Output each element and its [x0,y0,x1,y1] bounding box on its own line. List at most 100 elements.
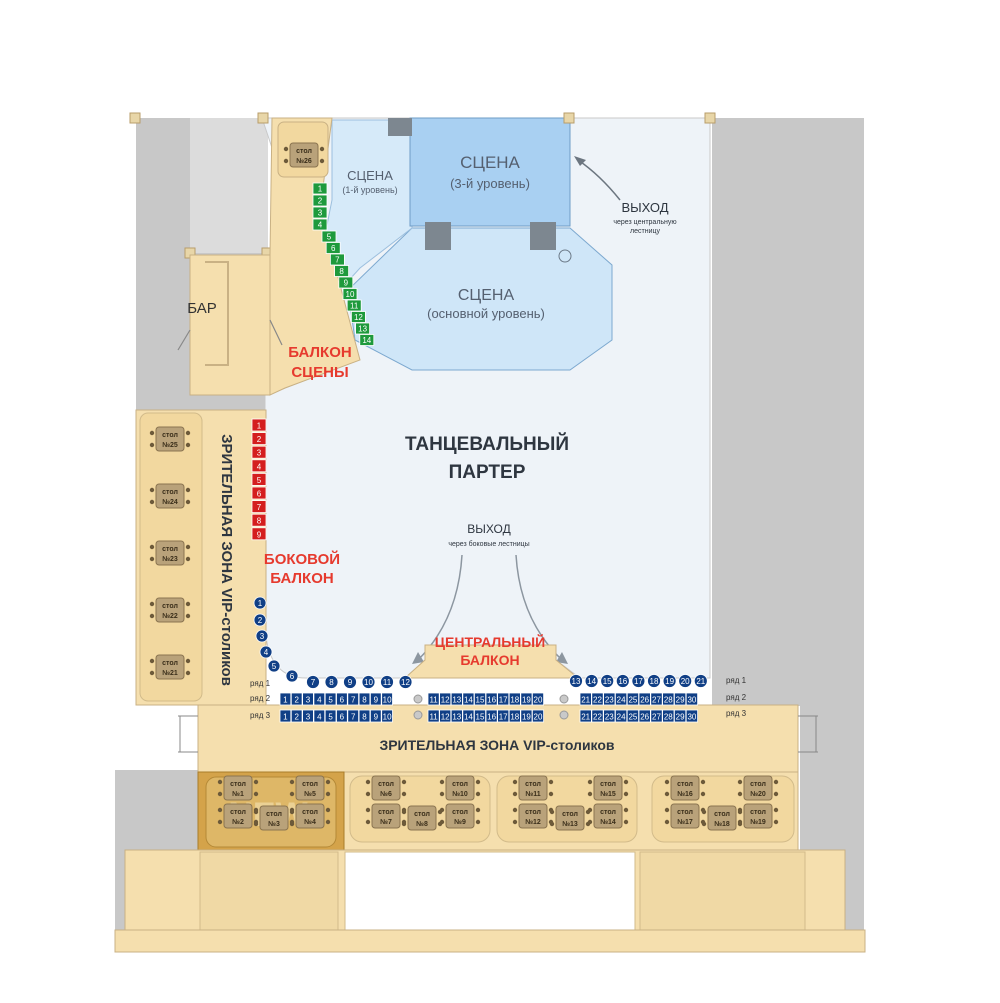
stage-balcony-seat[interactable]: 11 [346,299,362,312]
row1-seat[interactable]: 13 [569,674,583,688]
side-balcony-seat-box[interactable] [251,445,267,459]
row2-seat[interactable]: 19 [520,692,533,706]
stage-balcony-seat[interactable]: 14 [359,334,375,346]
side-balcony-round-seat[interactable]: 5 [267,659,281,673]
row3-seat-box[interactable] [313,709,326,723]
row2-seat[interactable]: 13 [450,692,463,706]
row3-seat[interactable]: 24 [615,709,628,723]
row2-seat[interactable]: 2 [290,692,303,706]
table-8-top[interactable] [407,805,437,831]
table-11-top[interactable] [518,775,548,801]
table-16-top[interactable] [670,775,700,801]
row3-seat-box[interactable] [347,709,359,723]
stage-balcony-seat[interactable]: 5 [321,230,337,243]
side-balcony-seat-box[interactable] [251,472,267,486]
row3-seat[interactable]: 17 [497,709,510,723]
row1-seat-box[interactable] [615,674,630,688]
table-10-top[interactable] [445,775,475,801]
row3-seat[interactable]: 25 [626,709,640,723]
table-24-top[interactable] [155,483,185,509]
row2-seat-box[interactable] [324,692,337,706]
row1-seat[interactable]: 18 [647,674,661,688]
side-balcony-round-seat[interactable]: 4 [259,645,273,659]
row3-seat[interactable]: 11 [427,709,440,723]
table-6-top[interactable] [371,775,401,801]
table-19-top[interactable] [743,803,773,829]
row2-seat[interactable]: 3 [302,692,314,706]
row1-seat[interactable]: 9 [343,675,357,689]
stage-balcony-seat[interactable]: 3 [312,206,328,219]
row3-seat[interactable]: 27 [650,709,663,723]
row2-seat[interactable]: 23 [603,692,616,706]
row3-seat[interactable]: 19 [520,709,533,723]
row1-seat-box[interactable] [678,674,693,688]
row1-seat-box[interactable] [343,675,357,689]
row3-seat[interactable]: 28 [662,709,675,723]
row3-seat-box[interactable] [358,709,371,723]
side-balcony-seat[interactable]: 8 [251,513,267,527]
row3-seat[interactable]: 4 [313,709,326,723]
stage-balcony-seat[interactable]: 2 [312,194,328,207]
row2-seat[interactable]: 10 [381,692,393,706]
row1-seat[interactable]: 15 [600,674,615,688]
side-balcony-seat[interactable]: 9 [251,527,267,541]
row2-seat[interactable]: 11 [427,692,440,706]
row2-seat[interactable]: 22 [591,692,604,706]
row3-seat[interactable]: 10 [381,709,393,723]
side-balcony-seat-box[interactable] [251,432,267,446]
stage-balcony-seat-box[interactable] [342,288,358,300]
table-25-top[interactable] [155,426,185,452]
row3-seat-box[interactable] [336,709,348,723]
stage-balcony-seat-box[interactable] [359,334,375,346]
row1-seat[interactable]: 8 [324,675,339,689]
row3-seat-box[interactable] [279,709,292,723]
stage-balcony-seat-box[interactable] [338,276,354,289]
stage-balcony-seat-box[interactable] [334,265,350,277]
stage-level3[interactable] [409,117,571,227]
row1-seat[interactable]: 12 [398,675,413,689]
row3-seat[interactable]: 18 [508,709,521,723]
row1-seat[interactable]: 17 [631,674,646,688]
row3-seat[interactable]: 22 [591,709,604,723]
stage-balcony-seat-box[interactable] [346,299,362,312]
table-22-top[interactable] [155,597,185,623]
row2-seat-box[interactable] [662,692,675,706]
side-balcony-seat[interactable]: 5 [251,472,267,486]
row3-seat[interactable]: 15 [473,709,486,723]
stage-balcony-seat-box[interactable] [321,230,337,243]
row3-seat[interactable]: 9 [369,709,382,723]
table-18-top[interactable] [707,805,737,831]
stage-balcony-seat[interactable]: 10 [342,288,358,300]
row3-seat[interactable]: 29 [674,709,687,723]
side-balcony-seat[interactable]: 4 [251,459,267,473]
table-17-top[interactable] [670,803,700,829]
row3-seat[interactable]: 2 [290,709,303,723]
side-balcony-seat[interactable]: 6 [251,486,267,500]
row3-seat-box[interactable] [369,709,382,723]
row1-seat[interactable]: 10 [361,675,376,689]
stage-balcony-seat-box[interactable] [350,311,366,323]
row2-seat-box[interactable] [302,692,314,706]
row3-seat[interactable]: 21 [579,709,592,723]
table-14-top[interactable] [593,803,623,829]
side-balcony-round-seat-box[interactable] [267,659,281,673]
row2-seat[interactable]: 8 [358,692,371,706]
side-balcony-seat-box[interactable] [251,527,267,541]
side-balcony-round-seat-box[interactable] [285,669,299,683]
row1-seat-box[interactable] [398,675,413,689]
row2-seat-box[interactable] [336,692,348,706]
row1-seat[interactable]: 7 [306,675,320,689]
